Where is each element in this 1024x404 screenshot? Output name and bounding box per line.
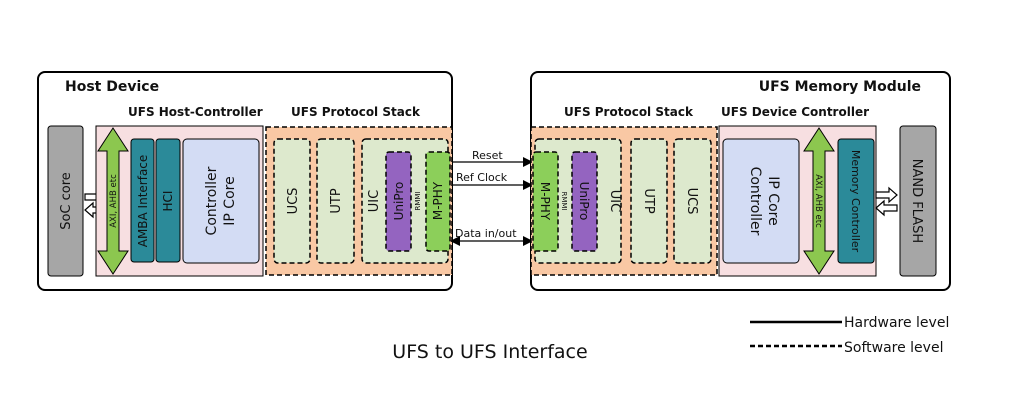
host-controller-ip-line2: IP Core <box>222 176 238 225</box>
host-controller-ip-core <box>182 138 260 264</box>
host-amba-label: AMBA Interface <box>136 155 150 248</box>
diagram-caption: UFS to UFS Interface <box>392 341 587 363</box>
reset-signal-label: Reset <box>472 149 503 162</box>
device-nand-flash <box>899 125 937 277</box>
host-uic-label: UIC <box>367 190 382 212</box>
host-device: Host Device UFS Host-Controller UFS Prot… <box>37 71 453 291</box>
device-controller-ip-line1: Controller <box>747 167 763 236</box>
host-soc-core-label: SoC core <box>59 172 74 230</box>
legend-hardware-label: Hardware level <box>844 315 949 331</box>
host-soc-core <box>47 125 84 277</box>
device-mphy <box>532 151 559 252</box>
host-controller-ip-line1: Controller <box>204 166 220 235</box>
host-rmmi-label: RMMI <box>414 191 422 210</box>
device-nand-flash-label: NAND FLASH <box>909 159 924 243</box>
host-bus-arrow <box>97 127 129 275</box>
device-controller-label: UFS Device Controller <box>721 105 869 119</box>
device-bus-arrow <box>803 127 835 275</box>
host-mphy <box>425 151 451 252</box>
device-utp <box>630 138 668 264</box>
device-uic-label: UIC <box>607 190 622 212</box>
device-utp-label: UTP <box>641 188 656 213</box>
legend-software-label: Software level <box>844 340 943 356</box>
device-memory-controller-label: Memory Controller <box>849 150 862 253</box>
host-hci <box>155 138 181 263</box>
ufs-memory-module: UFS Memory Module UFS Protocol Stack UFS… <box>530 71 951 291</box>
legend: Hardware level Software level <box>750 315 949 356</box>
host-unipro <box>385 151 412 252</box>
host-mphy-label: M-PHY <box>431 181 445 220</box>
host-utp <box>316 138 355 264</box>
device-ucs <box>673 138 712 264</box>
host-controller-label: UFS Host-Controller <box>128 105 263 119</box>
host-utp-label: UTP <box>329 188 344 213</box>
device-controller-ip-core <box>722 138 800 264</box>
data-signal-label: Data in/out <box>455 227 517 240</box>
device-unipro <box>571 151 598 252</box>
device-nand-connector <box>875 186 898 217</box>
device-mphy-label: M-PHY <box>538 182 552 221</box>
device-controller-ip-line2: IP Core <box>765 176 781 225</box>
device-ucs-label: UCS <box>684 188 699 215</box>
device-protocol-stack-label: UFS Protocol Stack <box>564 105 694 119</box>
memory-module-title: UFS Memory Module <box>759 79 921 95</box>
host-amba-interface <box>130 138 155 263</box>
host-hci-label: HCI <box>161 191 175 212</box>
device-unipro-label: UniPro <box>577 182 591 221</box>
host-unipro-label: UniPro <box>392 182 406 221</box>
host-bus-label: AXI, AHB etc <box>109 174 119 228</box>
host-ucs-label: UCS <box>286 188 301 215</box>
host-device-title: Host Device <box>65 79 159 95</box>
ref-clock-signal-label: Ref Clock <box>456 171 508 184</box>
host-protocol-stack-label: UFS Protocol Stack <box>291 105 421 119</box>
signals: Reset Ref Clock Data in/out <box>450 149 533 246</box>
device-memory-controller <box>837 138 875 264</box>
device-bus-label: AXI, AHB etc <box>813 174 823 228</box>
host-ucs <box>273 138 311 264</box>
device-rmmi-label: RMMI <box>560 191 568 210</box>
